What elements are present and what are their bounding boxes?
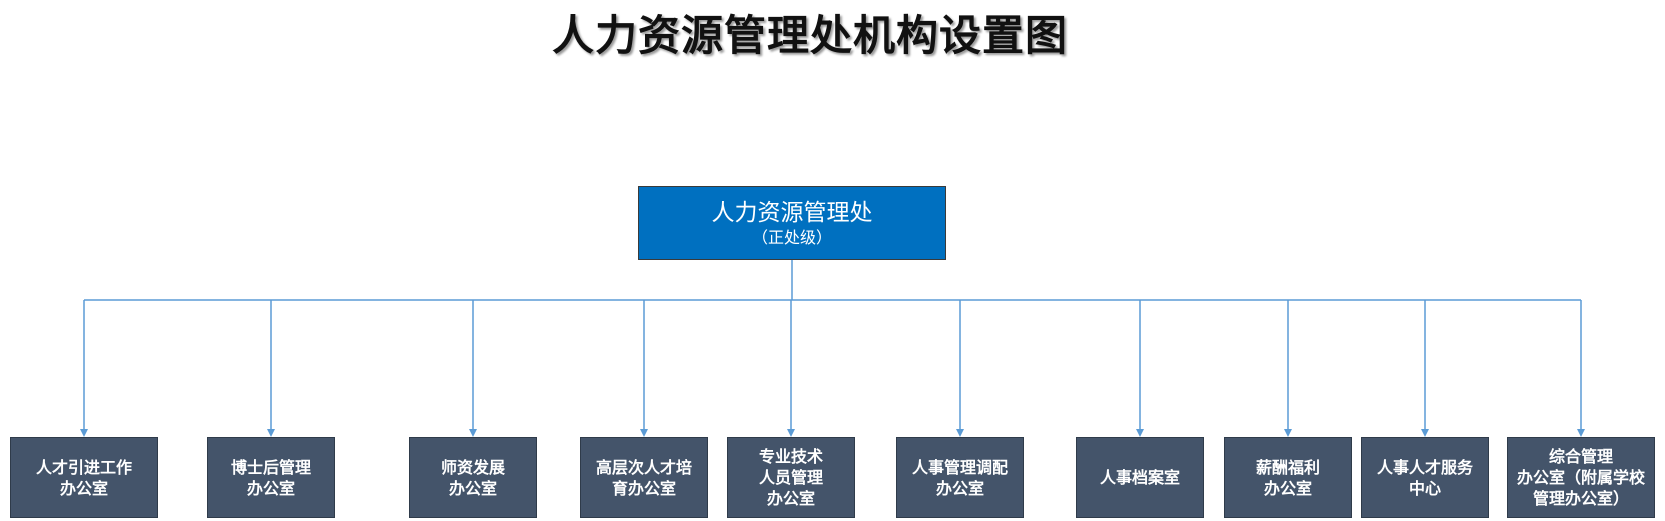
dept-node-talent-recruitment: 人才引进工作 办公室 xyxy=(10,437,158,518)
dept-node-high-level-talent: 高层次人才培 育办公室 xyxy=(580,437,708,518)
branch-arrowhead-3 xyxy=(640,429,648,437)
root-node-level: （正处级） xyxy=(751,228,832,247)
branch-arrowhead-9 xyxy=(1577,429,1585,437)
root-node-name: 人力资源管理处 xyxy=(711,200,873,226)
branch-arrowhead-8 xyxy=(1421,429,1429,437)
dept-node-postdoc: 博士后管理 办公室 xyxy=(207,437,335,518)
branch-arrowhead-4 xyxy=(787,429,795,437)
root-node: 人力资源管理处 （正处级） xyxy=(638,186,946,260)
branch-arrowhead-5 xyxy=(956,429,964,437)
dept-node-talent-service-center: 人事人才服务 中心 xyxy=(1361,437,1489,518)
branch-arrowhead-1 xyxy=(267,429,275,437)
dept-node-professional-staff: 专业技术 人员管理 办公室 xyxy=(727,437,855,518)
branch-arrowhead-7 xyxy=(1284,429,1292,437)
dept-node-personnel-allocation: 人事管理调配 办公室 xyxy=(896,437,1024,518)
branch-arrowhead-2 xyxy=(469,429,477,437)
branch-arrowhead-6 xyxy=(1136,429,1144,437)
dept-node-salary-welfare: 薪酬福利 办公室 xyxy=(1224,437,1352,518)
branch-arrowhead-0 xyxy=(80,429,88,437)
dept-node-personnel-archives: 人事档案室 xyxy=(1076,437,1204,518)
dept-node-general-management: 综合管理 办公室（附属学校 管理办公室） xyxy=(1507,437,1655,518)
dept-node-faculty-development: 师资发展 办公室 xyxy=(409,437,537,518)
diagram-title: 人力资源管理处机构设置图 xyxy=(551,11,1068,60)
